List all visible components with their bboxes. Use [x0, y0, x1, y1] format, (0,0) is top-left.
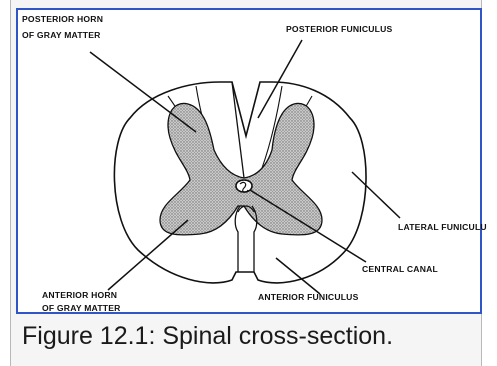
- label-anterior-funiculus: ANTERIOR FUNICULUS: [258, 292, 359, 302]
- label-anterior-horn-line1: ANTERIOR HORN: [42, 290, 117, 300]
- label-central-canal: CENTRAL CANAL: [362, 264, 438, 274]
- label-lateral-funiculus: LATERAL FUNICULU: [398, 222, 487, 232]
- label-posterior-horn-line2: OF GRAY MATTER: [22, 30, 101, 40]
- label-anterior-horn-line2: OF GRAY MATTER: [42, 303, 121, 313]
- label-posterior-funiculus: POSTERIOR FUNICULUS: [286, 24, 393, 34]
- label-posterior-horn-line1: POSTERIOR HORN: [22, 14, 103, 24]
- figure-caption: Figure 12.1: Spinal cross-section.: [22, 316, 482, 356]
